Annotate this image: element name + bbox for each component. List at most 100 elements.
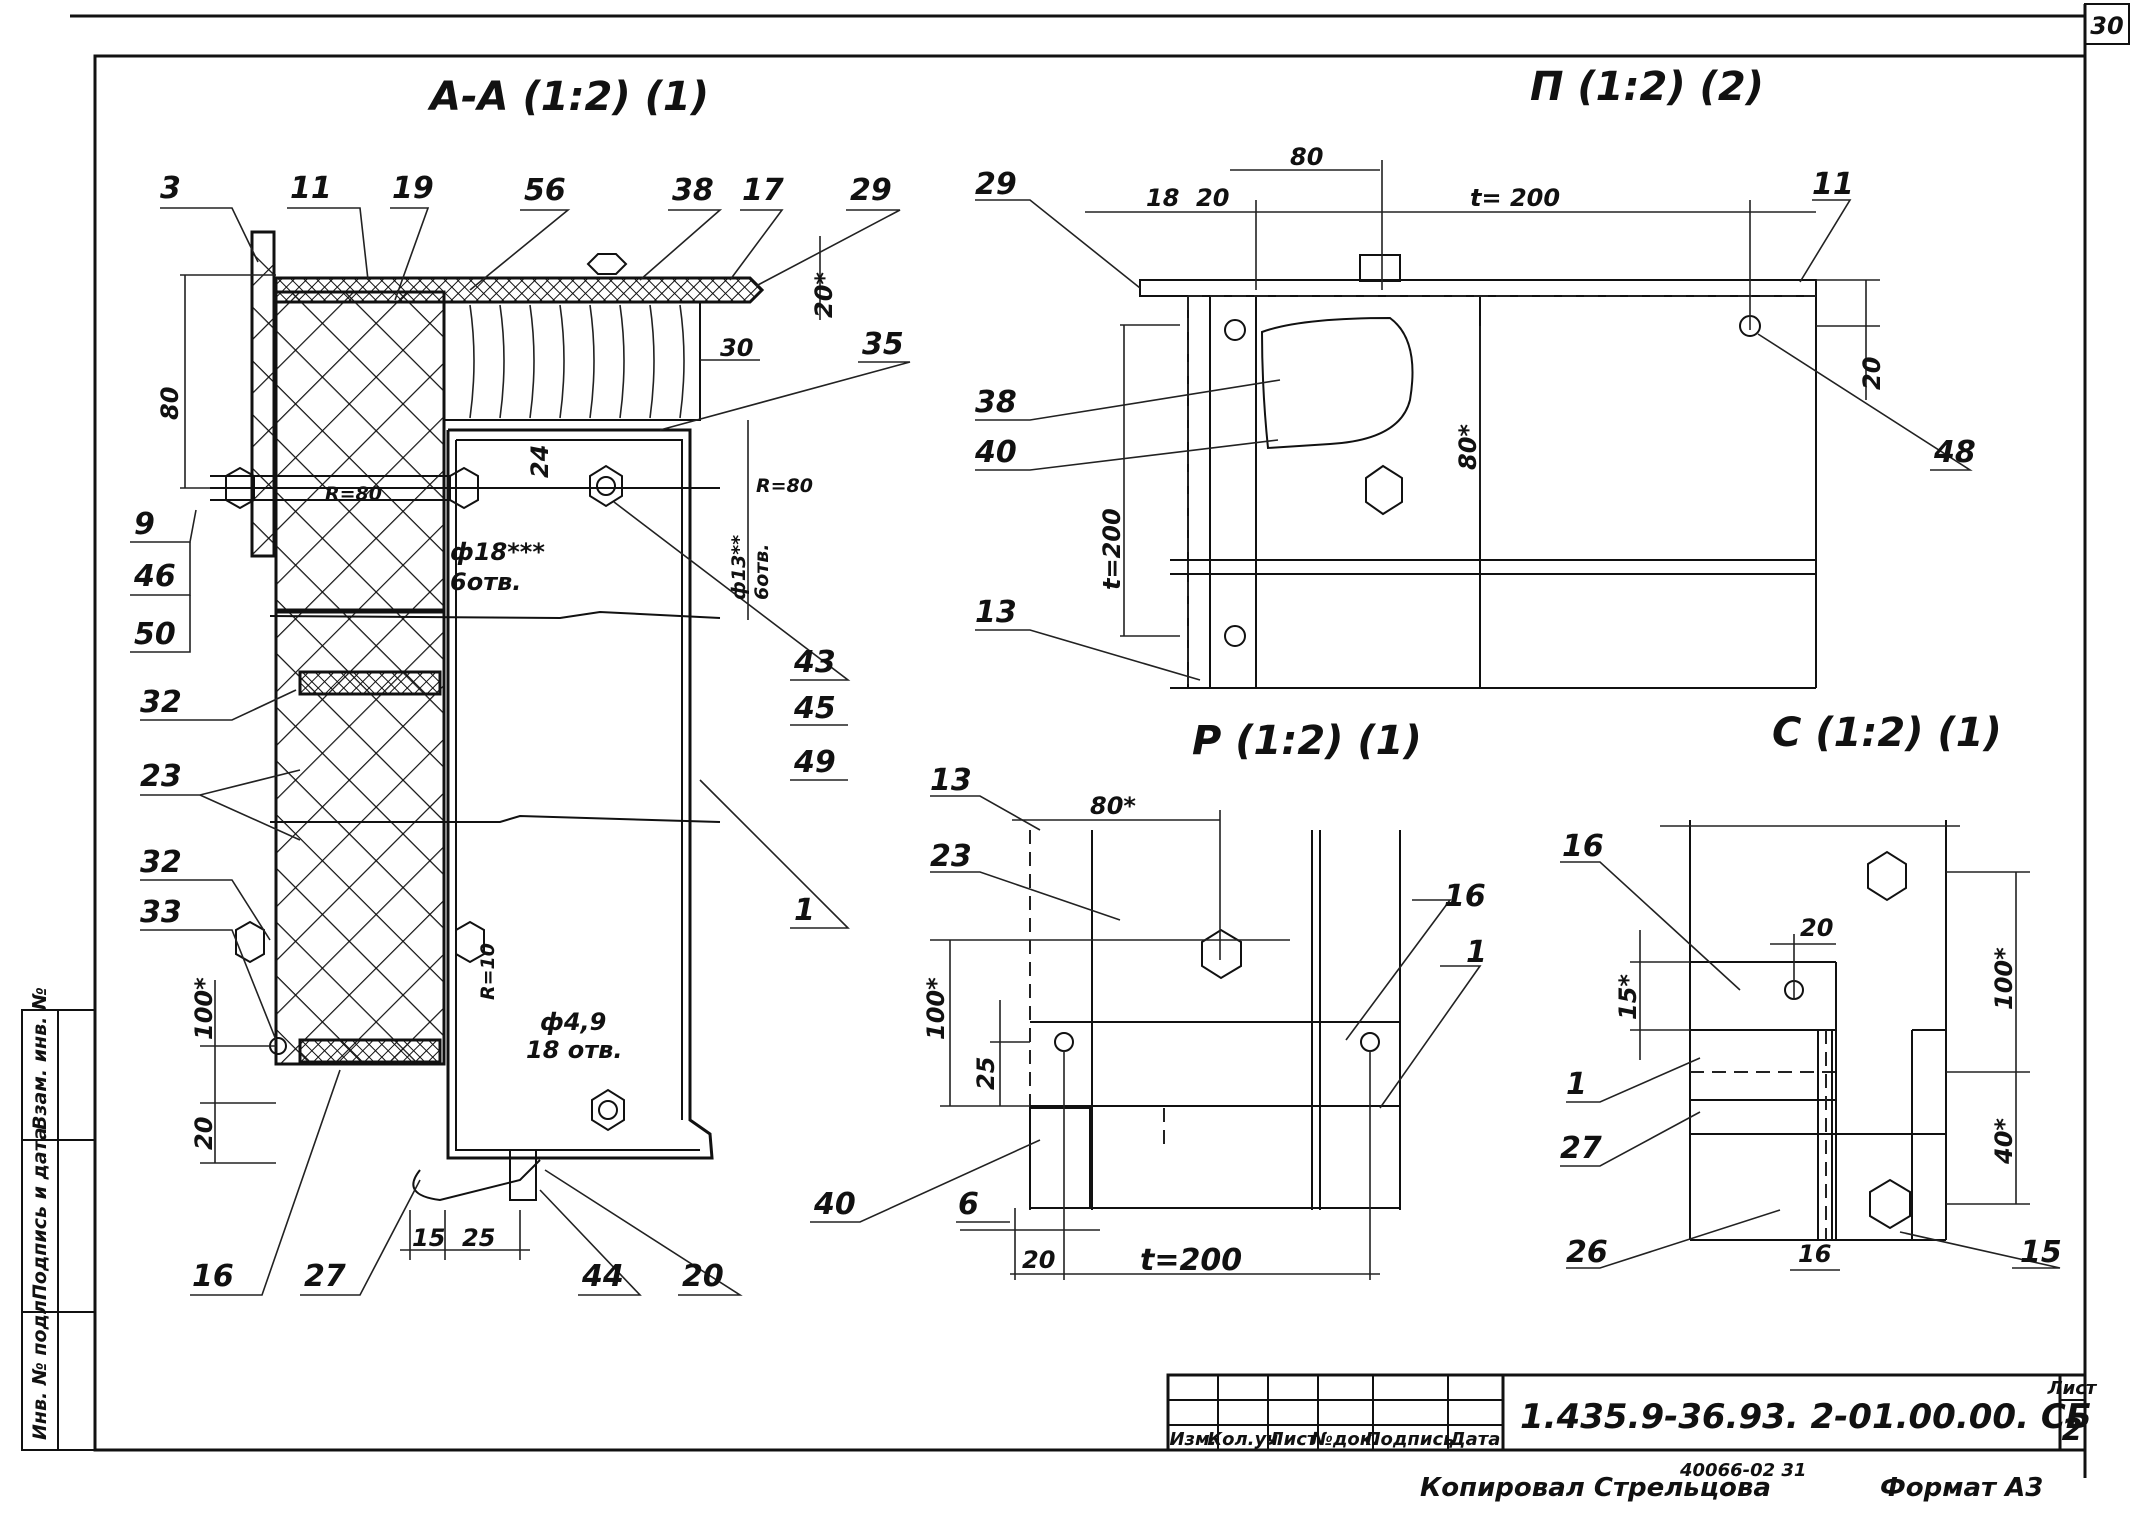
callout-27: 27 bbox=[304, 1259, 346, 1294]
dim-aa-24: 24 bbox=[526, 445, 554, 478]
stamp-col-signature: Подпись bbox=[1365, 1429, 1454, 1450]
title-block bbox=[1166, 1373, 2087, 1452]
inventory-code: 40066-02 31 bbox=[1679, 1460, 1806, 1481]
dim-aa-r80-right: R=80 bbox=[756, 475, 813, 497]
stamp-col-doc: №док. bbox=[1310, 1429, 1379, 1450]
callout-20: 20 bbox=[682, 1259, 724, 1294]
callout-1: 1 bbox=[794, 893, 815, 928]
callout-r-1: 1 bbox=[1466, 935, 1487, 970]
dim-s-40star: 40* bbox=[1990, 1118, 2018, 1165]
dim-aa-80: 80 bbox=[156, 387, 184, 420]
dim-s-20: 20 bbox=[1800, 914, 1833, 942]
view-p: П (1:2) (2) bbox=[975, 64, 1973, 689]
dim-p-80: 80 bbox=[1290, 143, 1323, 171]
callout-p-38: 38 bbox=[975, 385, 1017, 420]
callout-33: 33 bbox=[140, 895, 182, 930]
dim-r-25: 25 bbox=[972, 1057, 1000, 1090]
callout-s-26: 26 bbox=[1566, 1235, 1608, 1270]
document-designation: 1.435.9-36.93. 2-01.00.00. СБ bbox=[1520, 1397, 2092, 1437]
dim-aa-6holes-b: 6отв. bbox=[751, 543, 773, 600]
callout-32b: 32 bbox=[140, 845, 182, 880]
callout-11: 11 bbox=[290, 171, 332, 206]
dim-aa-18holes: 18 отв. bbox=[526, 1036, 622, 1064]
callout-49: 49 bbox=[793, 745, 836, 780]
callout-s-16: 16 bbox=[1562, 829, 1604, 864]
dim-aa-r80-left: R=80 bbox=[325, 483, 382, 505]
list-label: Лист bbox=[2047, 1378, 2098, 1399]
callout-46: 46 bbox=[133, 559, 176, 594]
section-aa: А-А (1:2) (1) bbox=[130, 74, 911, 1296]
callout-s-27: 27 bbox=[1560, 1131, 1602, 1166]
dim-r-80star: 80* bbox=[1090, 792, 1136, 820]
callout-p-29: 29 bbox=[975, 167, 1017, 202]
format-label: Формат А3 bbox=[1880, 1473, 2043, 1503]
callout-29: 29 bbox=[850, 173, 892, 208]
dim-r-t200: t=200 bbox=[1140, 1243, 1242, 1278]
dim-aa-20star: 20* bbox=[810, 272, 838, 318]
callout-r-40: 40 bbox=[813, 1187, 856, 1222]
stamp-col-change: Изм. bbox=[1169, 1429, 1216, 1450]
view-title-r: Р (1:2) (1) bbox=[1192, 718, 1422, 764]
callout-35: 35 bbox=[862, 327, 904, 362]
dim-s-100star: 100* bbox=[1990, 947, 2018, 1010]
dim-aa-20: 20 bbox=[190, 1117, 218, 1150]
callout-p-13: 13 bbox=[975, 595, 1017, 630]
callout-50: 50 bbox=[134, 617, 176, 652]
callout-45: 45 bbox=[793, 691, 836, 726]
callout-56: 56 bbox=[524, 173, 566, 208]
callout-s-15: 15 bbox=[2020, 1235, 2062, 1270]
callout-s-1: 1 bbox=[1566, 1067, 1587, 1102]
dim-aa-15: 15 bbox=[412, 1224, 445, 1252]
dim-p-80star: 80* bbox=[1454, 424, 1482, 470]
callout-16: 16 bbox=[192, 1259, 234, 1294]
view-title-s: С (1:2) (1) bbox=[1772, 710, 2002, 756]
view-title-p: П (1:2) (2) bbox=[1530, 64, 1764, 110]
dim-aa-hole13: ф13** bbox=[728, 535, 750, 600]
dim-p-t200-vert: t=200 bbox=[1098, 508, 1126, 590]
replacement-inventory-label: Взам. инв. № bbox=[29, 987, 51, 1130]
callout-r-6: 6 bbox=[958, 1187, 979, 1222]
dim-p-18: 18 bbox=[1146, 184, 1179, 212]
sheet-frame bbox=[21, 3, 2130, 1478]
dim-s-16: 16 bbox=[1798, 1240, 1831, 1268]
callout-44: 44 bbox=[581, 1259, 624, 1294]
dim-aa-hole49: ф4,9 bbox=[540, 1008, 606, 1036]
dim-aa-30: 30 bbox=[720, 334, 753, 362]
list-number: 2 bbox=[2062, 1413, 2083, 1448]
callout-38: 38 bbox=[672, 173, 714, 208]
callout-p-11: 11 bbox=[1812, 167, 1854, 202]
stamp-col-qty: Кол.уч bbox=[1207, 1429, 1278, 1450]
callout-3: 3 bbox=[160, 171, 181, 206]
signature-date-label: Подпись и дата bbox=[29, 1127, 51, 1300]
dim-aa-100star: 100* bbox=[190, 977, 218, 1040]
dim-aa-25: 25 bbox=[462, 1224, 495, 1252]
dim-p-20-right: 20 bbox=[1858, 357, 1886, 390]
callout-19: 19 bbox=[392, 171, 434, 206]
callout-r-13: 13 bbox=[930, 763, 972, 798]
callout-p-48: 48 bbox=[1933, 435, 1976, 470]
callout-r-23: 23 bbox=[930, 839, 972, 874]
dim-r-100star: 100* bbox=[922, 977, 950, 1040]
callout-9: 9 bbox=[134, 507, 155, 542]
bellows-insert bbox=[444, 301, 701, 421]
callout-p-40: 40 bbox=[974, 435, 1017, 470]
view-r: Р (1:2) (1) bbox=[810, 718, 1482, 1280]
callout-17: 17 bbox=[742, 173, 784, 208]
dim-aa-6holes-a: 6отв. bbox=[450, 568, 521, 596]
view-s: С (1:2) (1) bbox=[1560, 710, 2061, 1271]
dim-r-20: 20 bbox=[1022, 1246, 1055, 1274]
callout-43: 43 bbox=[793, 645, 836, 680]
copied-by: Копировал Стрельцова bbox=[1420, 1473, 1771, 1503]
callout-r-16: 16 bbox=[1444, 879, 1486, 914]
callout-23: 23 bbox=[140, 759, 182, 794]
dim-p-20: 20 bbox=[1196, 184, 1229, 212]
inventory-label: Инв. № подл. bbox=[29, 1293, 51, 1440]
stamp-col-date: Дата bbox=[1449, 1429, 1501, 1450]
dim-p-t200: t= 200 bbox=[1470, 184, 1560, 212]
view-title-aa: А-А (1:2) (1) bbox=[427, 74, 709, 120]
page-number: 30 bbox=[2090, 12, 2123, 40]
stamp-col-sheet: Лист bbox=[1268, 1429, 1319, 1450]
dim-aa-r10: R=10 bbox=[477, 943, 499, 1000]
callout-32a: 32 bbox=[140, 685, 182, 720]
